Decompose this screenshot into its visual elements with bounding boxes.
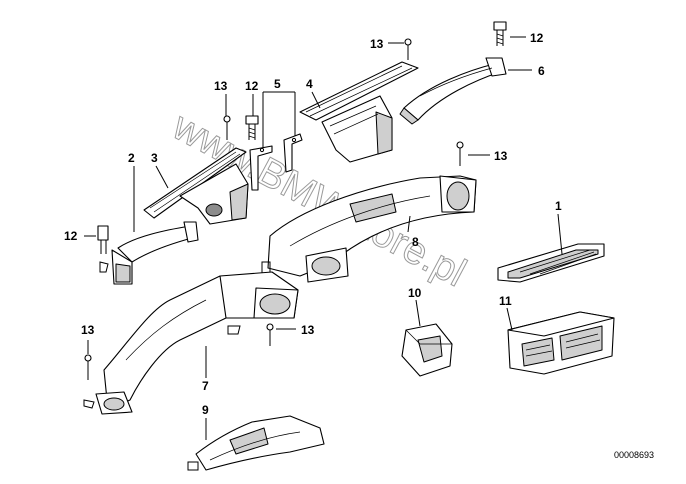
callout-11: 11 [499, 294, 512, 308]
callout-2: 2 [128, 151, 135, 165]
callout-4: 4 [306, 77, 313, 91]
callout-7: 7 [202, 379, 209, 393]
part-11-vent-box [507, 311, 615, 375]
screw-13-center [266, 323, 274, 346]
bolt-12-left [97, 225, 109, 254]
part-7-lower-duct [83, 271, 299, 415]
leader-lines [84, 36, 563, 440]
screw-13-right [456, 141, 464, 166]
part-5-bracket-set [249, 133, 303, 191]
part-1-grille [497, 243, 605, 283]
bolt-12-mid [245, 115, 259, 140]
callout-3: 3 [151, 151, 158, 165]
callout-13-top: 13 [370, 37, 384, 51]
part-6-air-duct [399, 57, 507, 125]
callout-5: 5 [274, 77, 281, 91]
part-8-center-duct [261, 175, 477, 283]
callout-12-top: 12 [530, 31, 544, 45]
screw-13-mid [223, 115, 231, 140]
callout-13-right: 13 [494, 149, 508, 163]
screw-13-left [84, 354, 92, 380]
screw-13-top [404, 38, 412, 60]
callout-12-mid: 12 [245, 79, 259, 93]
callout-13-mid: 13 [214, 79, 228, 93]
part-10-clip [401, 323, 453, 377]
diagram-code: 00008693 [614, 450, 654, 460]
part-4-air-duct [299, 61, 419, 163]
callout-6: 6 [538, 64, 545, 78]
callout-10: 10 [408, 286, 422, 300]
callout-13-center: 13 [301, 323, 315, 337]
callout-8: 8 [412, 235, 419, 249]
callout-13-left: 13 [81, 323, 95, 337]
part-2-elbow-duct [99, 221, 199, 285]
callout-9: 9 [202, 403, 209, 417]
part-3-air-duct [143, 147, 249, 225]
callout-1: 1 [555, 199, 562, 213]
part-9-bottom-duct [187, 415, 325, 471]
bolt-12-top [493, 21, 507, 46]
callout-12-left: 12 [64, 229, 78, 243]
